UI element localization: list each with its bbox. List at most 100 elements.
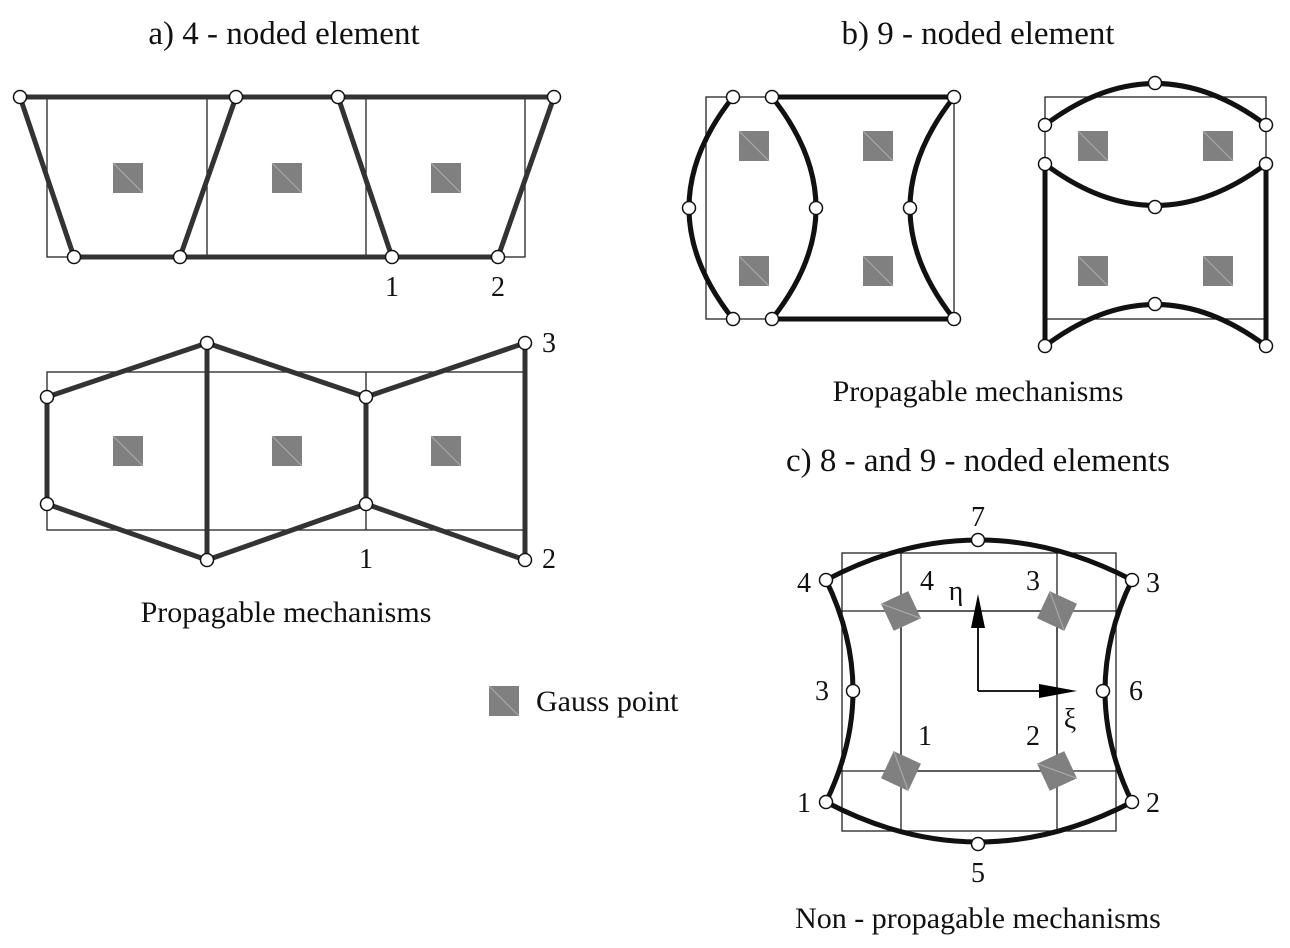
gauss-point (880, 591, 922, 631)
eta-label: η (949, 576, 964, 607)
panel-b-left-element (681, 89, 962, 327)
node (970, 836, 986, 852)
node (818, 572, 834, 588)
gauss-point (430, 435, 462, 467)
xi-label: ξ (1064, 704, 1076, 735)
gauss-point (1077, 130, 1109, 162)
deformed-mesh-side (495, 94, 557, 260)
node-label-7: 7 (971, 502, 985, 533)
gauss-point (1036, 751, 1078, 791)
node (358, 496, 374, 512)
node-label: 1 (359, 544, 373, 575)
gauss-label-4: 4 (920, 566, 934, 597)
panel-c-caption: Non - propagable mechanisms (795, 902, 1161, 935)
node (199, 335, 215, 351)
panel-a-top-mesh: 1 2 (12, 89, 562, 303)
gauss-point (862, 130, 894, 162)
gauss-point (738, 255, 770, 287)
node (1037, 156, 1053, 172)
node (384, 249, 400, 265)
deformed-mesh-top-edge (44, 340, 528, 400)
gauss-point (271, 435, 303, 467)
eta-arrow-icon (971, 594, 985, 628)
node (946, 89, 962, 105)
node-label-5: 5 (971, 858, 985, 889)
panel-b-right-element (1037, 75, 1274, 354)
node (517, 335, 533, 351)
panel-a: a) 4 - noded element 1 2 (12, 16, 562, 629)
node (1095, 683, 1111, 699)
node-label-1: 1 (797, 788, 811, 819)
node-label-3-side: 3 (815, 676, 829, 707)
node (818, 794, 834, 810)
node (358, 389, 374, 405)
gauss-point (430, 162, 462, 194)
local-axes: η ξ (949, 576, 1077, 735)
node (39, 496, 55, 512)
node (1258, 117, 1274, 133)
node (12, 89, 28, 105)
gauss-point (1037, 590, 1077, 632)
gauss-label-1: 1 (918, 721, 932, 752)
node (66, 249, 82, 265)
node-label-4: 4 (797, 568, 811, 599)
legend: Gauss point (488, 685, 679, 718)
gauss-label-2: 2 (1026, 721, 1040, 752)
gauss-point (1202, 130, 1234, 162)
gauss-point (881, 750, 921, 792)
node (902, 200, 918, 216)
xi-arrow-icon (1039, 684, 1077, 698)
node (1124, 794, 1140, 810)
node (1124, 572, 1140, 588)
gauss-point-icon (488, 685, 520, 717)
panel-b: b) 9 - noded element (681, 16, 1274, 408)
node (1147, 75, 1163, 91)
node (330, 89, 346, 105)
panel-c: c) 8 - and 9 - noded elements η ξ (786, 443, 1170, 935)
panel-b-caption: Propagable mechanisms (833, 375, 1124, 408)
node (725, 89, 741, 105)
node (970, 532, 986, 548)
gauss-point (738, 130, 770, 162)
gauss-point (862, 255, 894, 287)
node-label: 2 (491, 272, 505, 303)
legend-label: Gauss point (536, 685, 679, 718)
node (1037, 117, 1053, 133)
node-label: 1 (385, 272, 399, 303)
node (39, 389, 55, 405)
node (764, 89, 780, 105)
node (946, 311, 962, 327)
panel-b-title: b) 9 - noded element (841, 16, 1114, 52)
gauss-point (112, 162, 144, 194)
node (681, 200, 697, 216)
node (199, 552, 215, 568)
node-label: 2 (542, 544, 556, 575)
deformed-mesh-side (177, 94, 239, 260)
node-label: 3 (542, 328, 556, 359)
deformed-mesh-side (335, 94, 395, 260)
panel-a-bottom-mesh: 3 1 2 (39, 328, 556, 575)
node (1147, 296, 1163, 312)
node (1258, 156, 1274, 172)
deformed-mesh-bottom-edge (44, 501, 528, 563)
node-label-6: 6 (1129, 676, 1143, 707)
panel-a-title: a) 4 - noded element (148, 16, 419, 52)
node (764, 311, 780, 327)
node (172, 249, 188, 265)
node (1147, 199, 1163, 215)
node-label-2: 2 (1146, 788, 1160, 819)
node (517, 552, 533, 568)
panel-a-caption: Propagable mechanisms (141, 596, 432, 629)
node (1037, 338, 1053, 354)
gauss-label-3: 3 (1026, 566, 1040, 597)
node-label-3-corner: 3 (1146, 568, 1160, 599)
gauss-point (1202, 255, 1234, 287)
node (228, 89, 244, 105)
deformed-edge-upper-middle (1042, 161, 1269, 208)
gauss-point (1077, 255, 1109, 287)
panel-c-title: c) 8 - and 9 - noded elements (786, 443, 1170, 479)
gauss-point (112, 435, 144, 467)
node (1258, 338, 1274, 354)
c-grid-outer (841, 552, 1117, 832)
